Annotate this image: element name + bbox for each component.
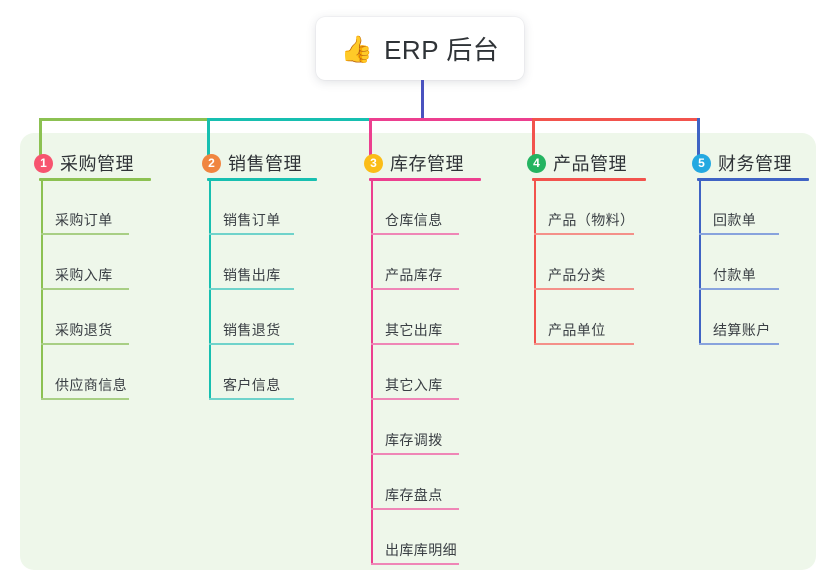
connector-drop-1 (39, 118, 42, 172)
branch-5-item-2-underline (699, 288, 779, 290)
branch-4-item-1[interactable]: 产品（物料） (548, 212, 635, 228)
branch-3-item-4[interactable]: 其它入库 (385, 377, 443, 393)
branch-3-item-6[interactable]: 库存盘点 (385, 487, 443, 503)
branch-1-item-3-underline (41, 343, 129, 345)
branch-header-2[interactable]: 2 销售管理 (202, 150, 302, 176)
branch-header-1[interactable]: 1 采购管理 (34, 150, 134, 176)
branch-header-5[interactable]: 5 财务管理 (692, 150, 792, 176)
branch-2-item-4-underline (209, 398, 294, 400)
branch-badge-1: 1 (34, 153, 53, 173)
branch-3-item-7[interactable]: 出库库明细 (385, 542, 457, 558)
connector-drop-5 (697, 118, 700, 172)
branch-title-1: 采购管理 (60, 154, 134, 174)
branch-3-item-5[interactable]: 库存调拨 (385, 432, 443, 448)
branch-3-item-3[interactable]: 其它出库 (385, 322, 443, 338)
branch-1-item-1[interactable]: 采购订单 (55, 212, 113, 228)
branch-trunk-5 (699, 178, 701, 345)
branch-header-4[interactable]: 4 产品管理 (527, 150, 627, 176)
branch-2-item-3-underline (209, 343, 294, 345)
branch-2-item-3[interactable]: 销售退货 (223, 322, 281, 338)
branch-3-item-1-underline (371, 233, 459, 235)
root-node-label: ERP 后台 (384, 35, 500, 65)
branch-title-5: 财务管理 (718, 154, 792, 174)
branch-rule-4 (532, 178, 646, 181)
connector-drop-4 (532, 118, 535, 172)
connector-drop-2 (207, 118, 210, 172)
branch-badge-2: 2 (202, 153, 221, 173)
branch-1-item-2-underline (41, 288, 129, 290)
branch-3-item-3-underline (371, 343, 459, 345)
branch-badge-4: 4 (527, 153, 546, 173)
branch-4-item-1-underline (534, 233, 634, 235)
branch-rule-1 (39, 178, 151, 181)
branch-5-item-1[interactable]: 回款单 (713, 212, 757, 228)
branch-5-item-3-underline (699, 343, 779, 345)
connector-bar-segment-1 (39, 118, 210, 121)
branch-title-4: 产品管理 (553, 154, 627, 174)
branch-5-item-2[interactable]: 付款单 (713, 267, 757, 283)
root-stem-line (421, 80, 424, 121)
branch-3-item-4-underline (371, 398, 459, 400)
branch-1-item-2[interactable]: 采购入库 (55, 267, 113, 283)
branch-3-item-7-underline (371, 563, 459, 565)
connector-bar-segment-2 (207, 118, 372, 121)
branch-2-item-1[interactable]: 销售订单 (223, 212, 281, 228)
connector-drop-3 (369, 118, 372, 172)
branch-1-item-4[interactable]: 供应商信息 (55, 377, 127, 393)
diagram-panel (20, 133, 816, 570)
branch-3-item-5-underline (371, 453, 459, 455)
branch-5-item-3[interactable]: 结算账户 (713, 322, 771, 338)
branch-2-item-2[interactable]: 销售出库 (223, 267, 281, 283)
branch-1-item-1-underline (41, 233, 129, 235)
branch-badge-5: 5 (692, 153, 711, 173)
branch-4-item-2-underline (534, 288, 634, 290)
branch-header-3[interactable]: 3 库存管理 (364, 150, 464, 176)
branch-trunk-4 (534, 178, 536, 345)
branch-badge-3: 3 (364, 153, 383, 173)
branch-3-item-1[interactable]: 仓库信息 (385, 212, 443, 228)
branch-4-item-3[interactable]: 产品单位 (548, 322, 606, 338)
branch-trunk-3 (371, 178, 373, 565)
branch-3-item-6-underline (371, 508, 459, 510)
branch-2-item-1-underline (209, 233, 294, 235)
branch-title-2: 销售管理 (228, 154, 302, 174)
branch-title-3: 库存管理 (390, 154, 464, 174)
branch-4-item-3-underline (534, 343, 634, 345)
branch-1-item-3[interactable]: 采购退货 (55, 322, 113, 338)
branch-rule-3 (369, 178, 481, 181)
connector-bar-segment-3 (369, 118, 535, 121)
branch-rule-2 (207, 178, 317, 181)
branch-2-item-2-underline (209, 288, 294, 290)
branch-4-item-2[interactable]: 产品分类 (548, 267, 606, 283)
branch-3-item-2[interactable]: 产品库存 (385, 267, 443, 283)
branch-1-item-4-underline (41, 398, 129, 400)
branch-3-item-2-underline (371, 288, 459, 290)
branch-5-item-1-underline (699, 233, 779, 235)
thumbs-up-icon: 👍 (340, 33, 374, 64)
branch-rule-5 (697, 178, 809, 181)
branch-2-item-4[interactable]: 客户信息 (223, 377, 281, 393)
connector-bar-cap (697, 118, 700, 121)
root-node[interactable]: 👍 ERP 后台 (316, 17, 524, 80)
connector-bar-segment-4 (532, 118, 700, 121)
